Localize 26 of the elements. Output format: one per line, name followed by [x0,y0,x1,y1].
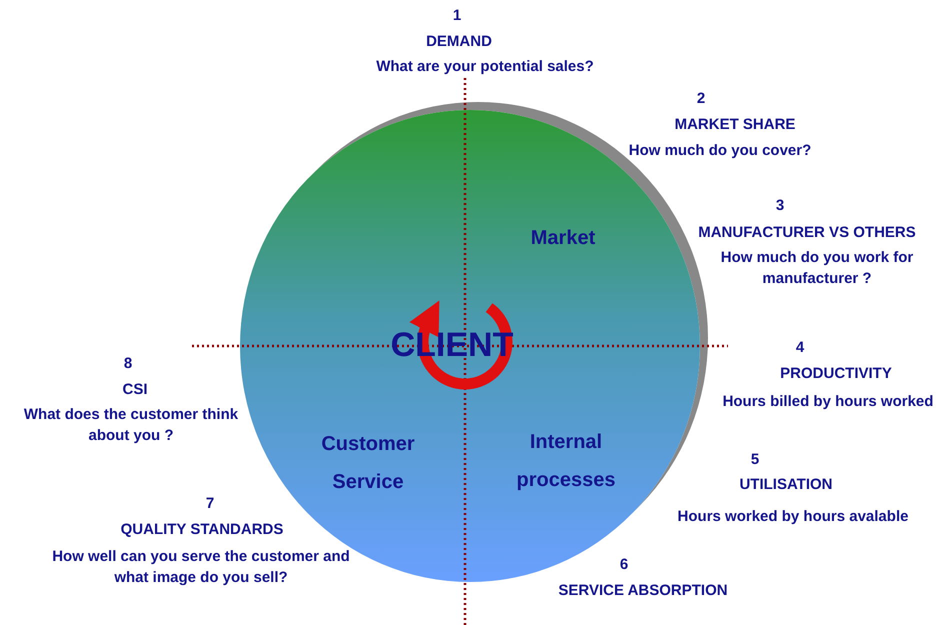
item-number: 4 [794,338,806,358]
item-number: 8 [122,354,134,374]
quadrant-label: Internal processes [516,430,616,493]
item-title: MARKET SHARE [674,115,796,135]
item-number: 1 [452,6,462,26]
item-title: MANUFACTURER VS OTHERS [697,223,917,243]
item-number: 7 [204,494,216,514]
item-number: 5 [750,450,760,470]
item-title: QUALITY STANDARDS [120,520,284,540]
item-question: What are your potential sales? [375,57,595,77]
item-title: SERVICE ABSORPTION [557,581,729,601]
quadrant-label: Market [530,226,596,251]
item-question: How much do you work for manufacturer ? [720,248,914,289]
item-title: UTILISATION [738,475,834,495]
item-number: 3 [774,196,786,216]
item-question: Hours billed by hours worked [722,392,934,412]
item-number: 6 [618,555,630,575]
item-number: 2 [696,89,706,109]
item-title: PRODUCTIVITY [779,364,893,384]
item-question: Hours worked by hours avalable [676,507,910,527]
item-title: DEMAND [425,32,493,52]
item-question: How much do you cover? [628,141,812,161]
item-question: What does the customer think about you ? [22,405,240,446]
quadrant-label: Customer Service [320,432,416,495]
item-title: CSI [121,380,148,400]
item-question: How well can you serve the customer and what image do you sell? [51,547,351,588]
